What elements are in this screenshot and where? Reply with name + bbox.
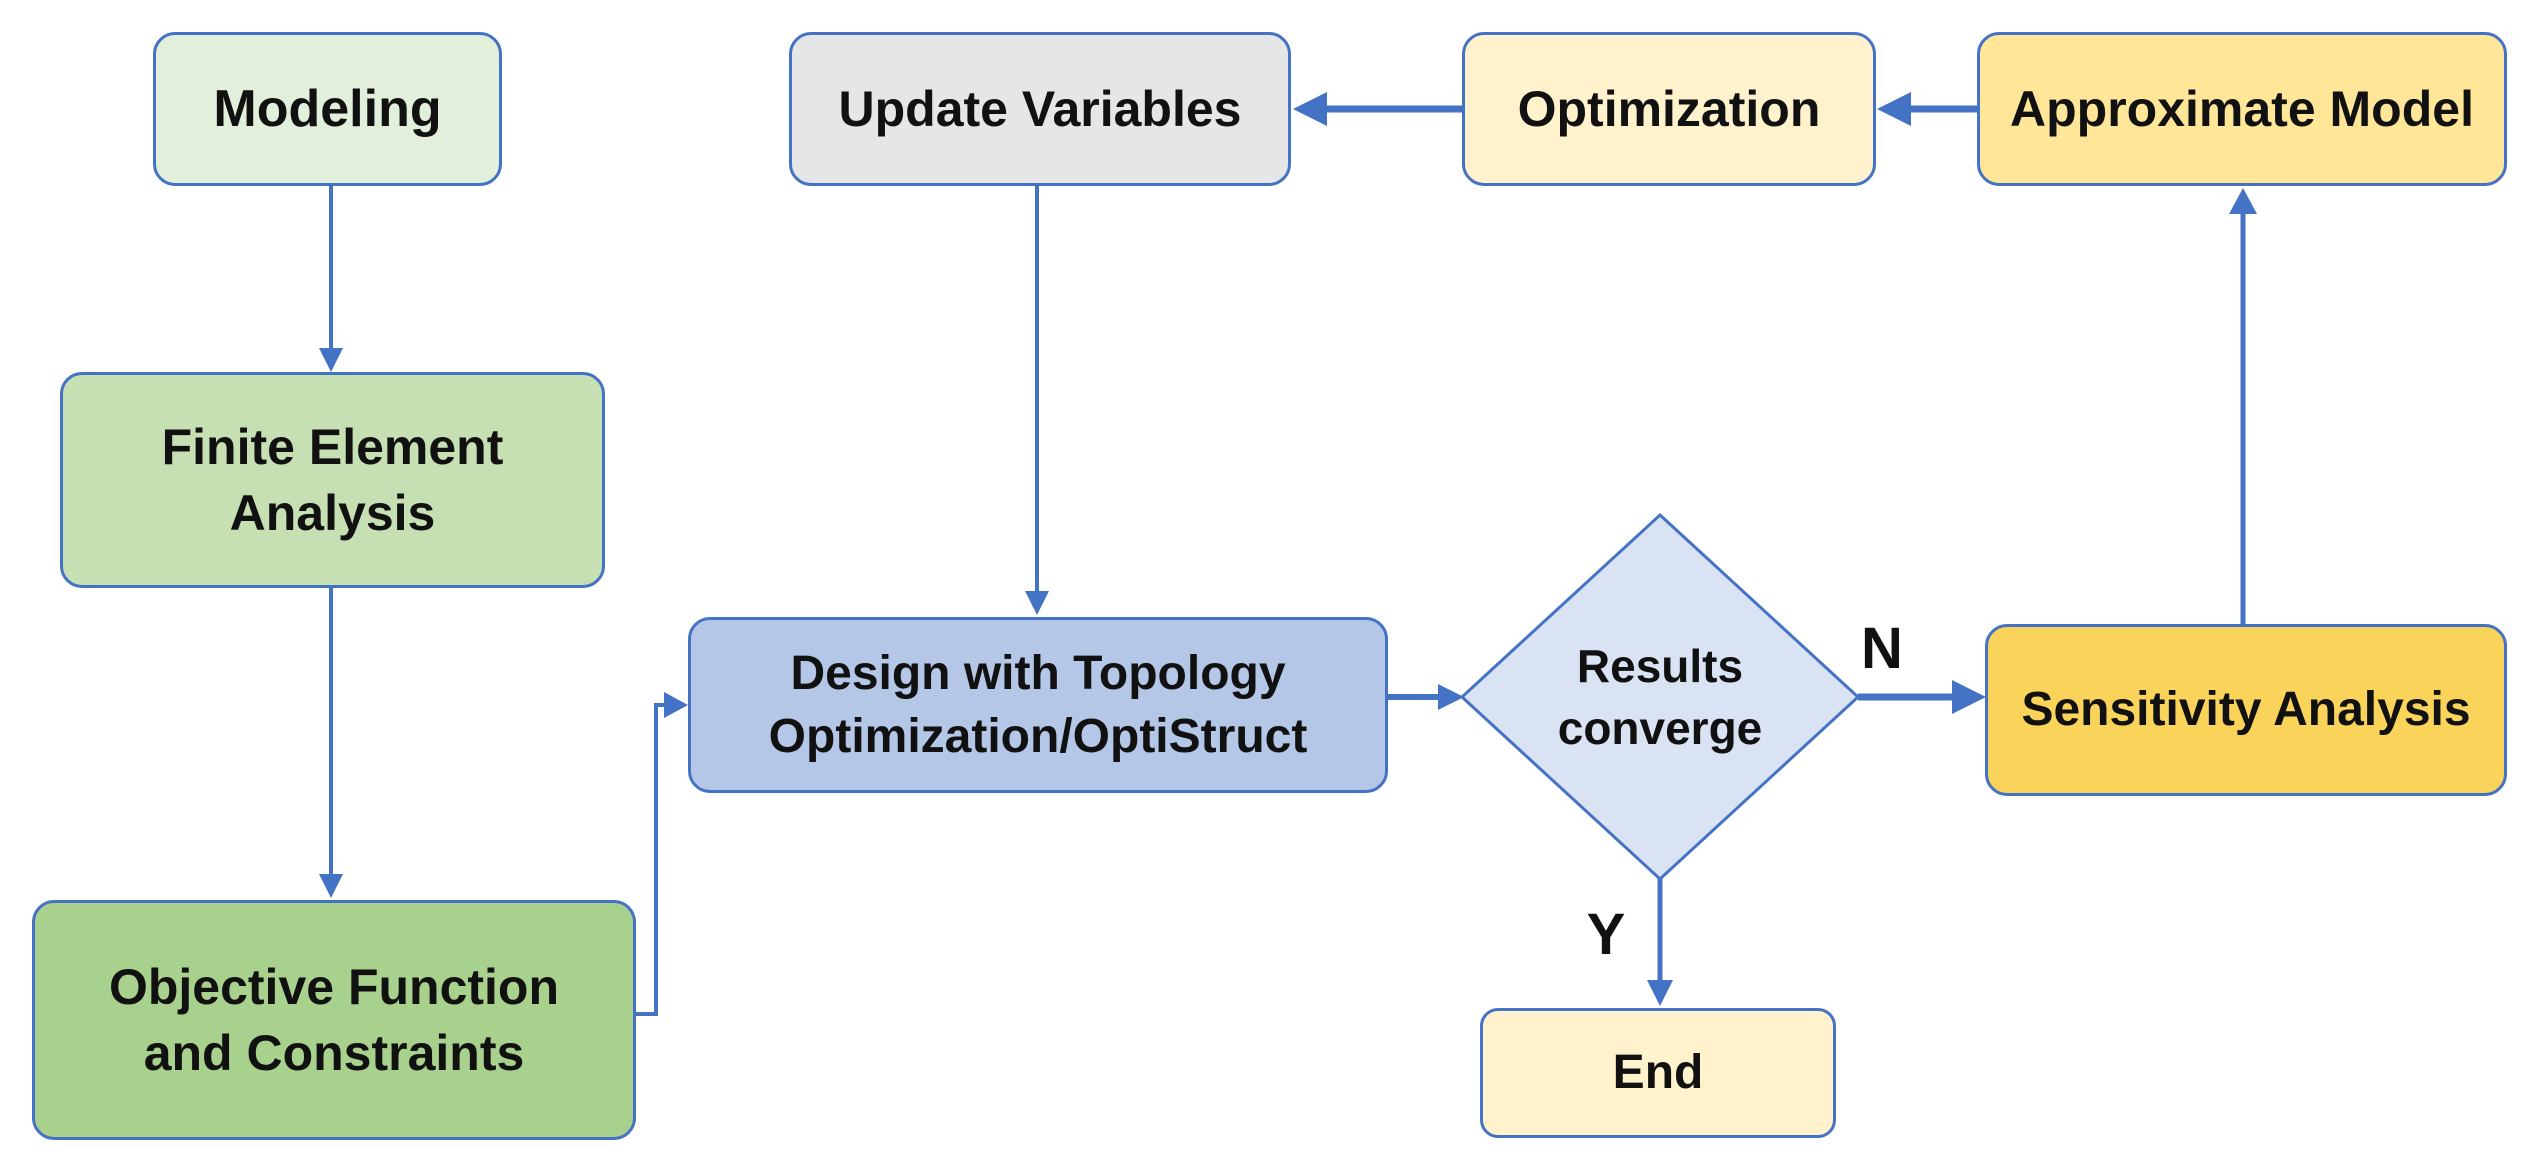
node-finite-element-analysis: Finite Element Analysis bbox=[60, 372, 605, 588]
arrowhead-left-icon bbox=[1293, 92, 1327, 126]
node-design-topology-optistruct: Design with Topology Optimization/OptiSt… bbox=[688, 617, 1388, 793]
edge-objective-to-design bbox=[636, 692, 688, 1016]
edge-approximate-to-optimization bbox=[1877, 92, 1977, 126]
node-label-line1: Design with Topology bbox=[790, 646, 1286, 700]
node-label: Update Variables bbox=[838, 81, 1242, 137]
node-sensitivity-analysis: Sensitivity Analysis bbox=[1985, 624, 2507, 796]
node-label-line1: Finite Element bbox=[161, 419, 504, 475]
edge-sensitivity-to-approximate bbox=[2229, 188, 2257, 624]
edge-fea-to-objective bbox=[319, 588, 343, 898]
arrowhead-up-icon bbox=[2229, 188, 2257, 214]
node-label-line2: converge bbox=[1557, 702, 1763, 754]
node-label: End bbox=[1612, 1046, 1704, 1100]
branch-label-yes: Y bbox=[1586, 901, 1626, 967]
edge-results-to-sensitivity bbox=[1858, 680, 1986, 714]
node-modeling: Modeling bbox=[153, 32, 502, 186]
node-label-line2: and Constraints bbox=[143, 1025, 525, 1081]
arrowhead-right-icon bbox=[1952, 680, 1986, 714]
arrowhead-right-icon bbox=[1438, 684, 1464, 710]
edge-results-to-end bbox=[1647, 879, 1673, 1006]
node-results-converge: Results converge bbox=[1460, 600, 1860, 794]
edge-optimization-to-update-variables bbox=[1293, 92, 1462, 126]
edge-update-variables-to-design bbox=[1025, 186, 1049, 615]
node-objective-function-constraints: Objective Function and Constraints bbox=[32, 900, 636, 1140]
node-optimization: Optimization bbox=[1462, 32, 1876, 186]
node-label: Optimization bbox=[1517, 81, 1821, 137]
arrowhead-down-icon bbox=[319, 874, 343, 898]
arrowhead-left-icon bbox=[1877, 92, 1911, 126]
arrowhead-down-icon bbox=[1647, 980, 1673, 1006]
node-label-line2: Analysis bbox=[229, 485, 436, 541]
edge-design-to-results bbox=[1388, 684, 1464, 710]
node-label-line1: Objective Function bbox=[108, 959, 560, 1015]
arrowhead-down-icon bbox=[319, 348, 343, 372]
node-update-variables: Update Variables bbox=[789, 32, 1291, 186]
node-label: Approximate Model bbox=[2010, 81, 2474, 137]
node-end: End bbox=[1480, 1008, 1836, 1138]
node-approximate-model: Approximate Model bbox=[1977, 32, 2507, 186]
arrowhead-right-icon bbox=[664, 692, 688, 718]
branch-label-no: N bbox=[1861, 615, 1903, 681]
node-label: Modeling bbox=[213, 79, 442, 138]
arrowhead-down-icon bbox=[1025, 591, 1049, 615]
node-label: Sensitivity Analysis bbox=[2021, 683, 2471, 737]
edge-modeling-to-fea bbox=[319, 186, 343, 372]
node-label-line2: Optimization/OptiStruct bbox=[768, 710, 1308, 763]
node-label-line1: Results bbox=[1576, 639, 1744, 692]
